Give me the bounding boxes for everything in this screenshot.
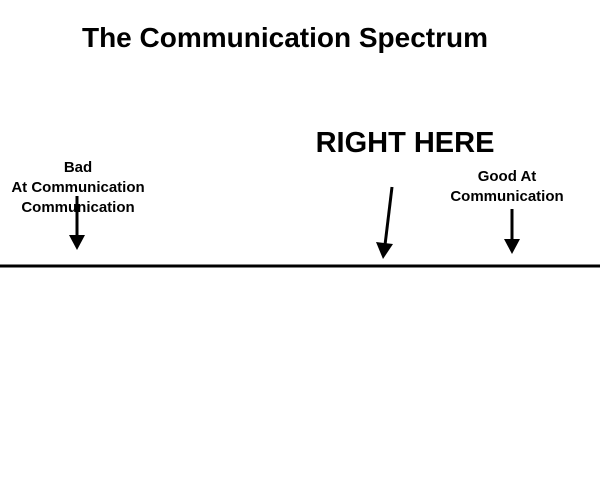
right-here-arrow (376, 186, 394, 259)
bad-arrow (69, 196, 85, 250)
right-here-callout: RIGHT HERE (315, 127, 495, 159)
bad-label-line-1: Bad (63, 159, 93, 176)
good-label-line-2: Communication (450, 188, 564, 205)
good-at-communication-label: Good At Communication (437, 167, 577, 207)
good-arrow (504, 209, 520, 254)
good-label-line-1: Good At (477, 168, 537, 185)
diagram-title: The Communication Spectrum (81, 22, 489, 53)
bad-label-line-2: At Communication (11, 179, 145, 196)
